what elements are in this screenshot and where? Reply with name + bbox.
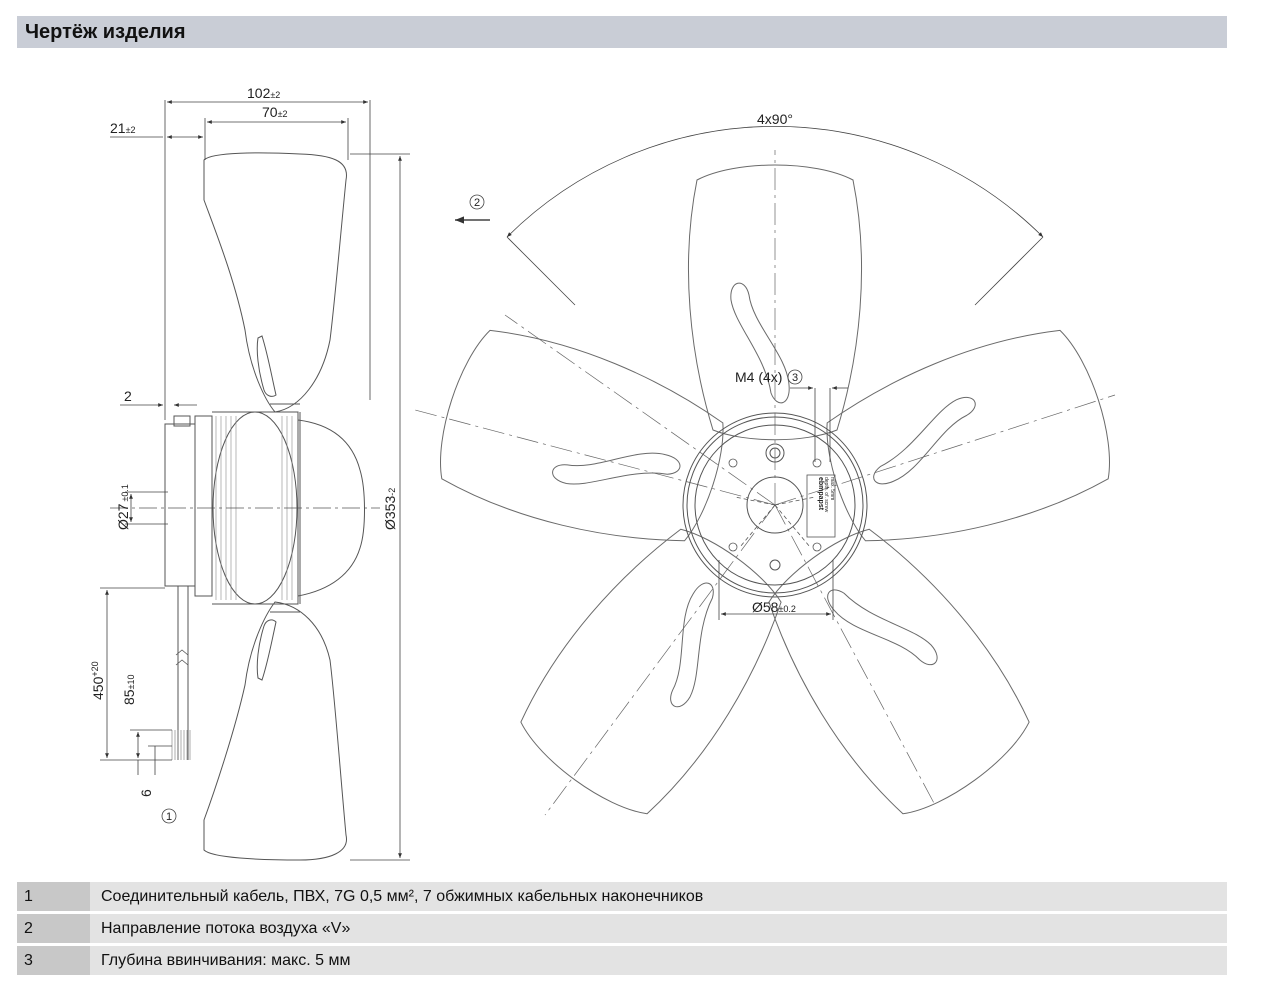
svg-text:1: 1: [166, 811, 172, 823]
hub-label: ebmpapst depth. of. screw max. 5mm: [817, 477, 835, 513]
dim-overall-depth: 102±2: [247, 85, 280, 101]
legend-number: 1: [17, 882, 90, 911]
side-view: [110, 152, 380, 861]
svg-text:max. 5mm: max. 5mm: [829, 477, 835, 500]
legend-table: 1 Соединительный кабель, ПВХ, 7G 0,5 мм²…: [17, 882, 1227, 978]
svg-text:depth. of. screw: depth. of. screw: [823, 477, 829, 513]
dim-outer-diameter: Ø353-2: [382, 488, 398, 530]
callout-2: 2: [469, 194, 485, 210]
svg-text:ebmpapst: ebmpapst: [817, 477, 824, 511]
dim-shaft-diameter: Ø27±0.1: [115, 484, 131, 530]
dim-thread: M4 (4x): [735, 369, 782, 385]
legend-row: 2 Направление потока воздуха «V»: [17, 914, 1227, 943]
callout-1: 1: [161, 808, 177, 824]
legend-text: Направление потока воздуха «V»: [101, 920, 351, 937]
legend-text: Глубина ввинчивания: макс. 5 мм: [101, 952, 351, 969]
legend-number: 2: [17, 914, 90, 943]
dim-ferrule: 6: [138, 789, 154, 797]
side-dimensions: [100, 100, 410, 861]
product-drawing: 102±2 70±2 21±2 2 Ø27±0.1 Ø353-2 450+20 …: [90, 85, 1126, 861]
dim-cable-length: 450+20: [90, 661, 106, 700]
front-view: ebmpapst depth. of. screw max. 5mm 4x90°…: [414, 111, 1126, 832]
side-labels: 102±2 70±2 21±2 2 Ø27±0.1 Ø353-2 450+20 …: [90, 85, 398, 824]
legend-number: 3: [17, 946, 90, 975]
legend-row: 3 Глубина ввинчивания: макс. 5 мм: [17, 946, 1227, 975]
page-title: Чертёж изделия: [17, 16, 1227, 48]
legend-row: 1 Соединительный кабель, ПВХ, 7G 0,5 мм²…: [17, 882, 1227, 911]
callout-3: 3: [787, 369, 803, 385]
legend-text: Соединительный кабель, ПВХ, 7G 0,5 мм², …: [101, 888, 704, 905]
svg-text:2: 2: [474, 197, 480, 209]
dim-strip-length: 85±10: [121, 674, 137, 705]
dim-hub-depth: 70±2: [262, 104, 288, 120]
svg-text:3: 3: [792, 372, 798, 384]
dim-pcd: Ø58±0.2: [752, 599, 796, 615]
dim-flange: 2: [124, 388, 132, 404]
dim-front-offset: 21±2: [110, 120, 136, 136]
dim-angle: 4x90°: [757, 111, 793, 127]
